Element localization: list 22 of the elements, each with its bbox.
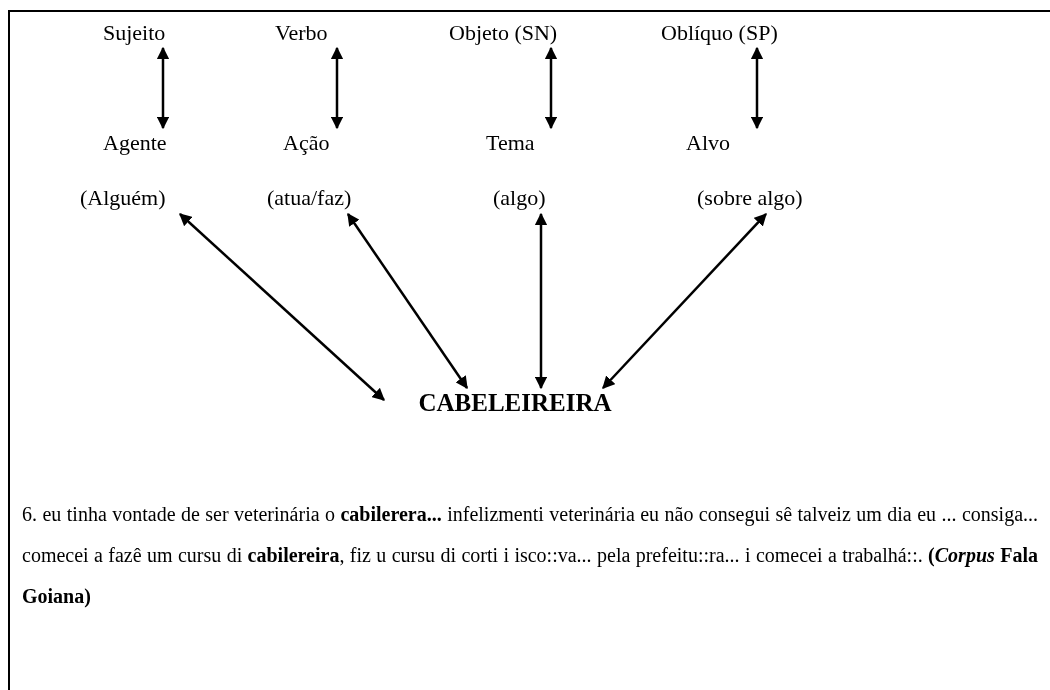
double-arrow — [544, 46, 558, 130]
term-label: Verbo — [275, 19, 328, 47]
keyword-heading: CABELEIREIRA — [417, 388, 613, 418]
gloss-label: (atua/faz) — [267, 184, 352, 212]
double-arrow — [330, 46, 344, 130]
double-arrow — [750, 46, 764, 130]
double-arrow — [602, 213, 767, 389]
term-label: Objeto (SN) — [449, 19, 558, 47]
term-label: Oblíquo (SP) — [661, 19, 778, 47]
double-arrow — [156, 46, 170, 130]
term-label: Tema — [486, 129, 535, 157]
double-arrow — [346, 212, 469, 390]
gloss-label: (sobre algo) — [697, 184, 803, 212]
quoted-passage: 6. eu tinha vontade de ser veterinária o cabilerera... infelizmenti veterinária eu não consegui sê talveiz um dia eu ... consiga... comecei a fazê um cursu di cabilereira, fiz u cursu di corti i isco::va... pela prefeitu::ra... i comecei a trabalhá::. (Corpus Fala Goiana) — [22, 502, 1038, 610]
term-label: Sujeito — [103, 19, 166, 47]
term-label: Ação — [283, 129, 330, 157]
gloss-label: (Alguém) — [80, 184, 166, 212]
term-label: Alvo — [686, 129, 730, 157]
double-arrow — [179, 213, 385, 401]
double-arrow — [534, 212, 548, 390]
term-label: Agente — [103, 129, 167, 157]
gloss-label: (algo) — [493, 184, 546, 212]
